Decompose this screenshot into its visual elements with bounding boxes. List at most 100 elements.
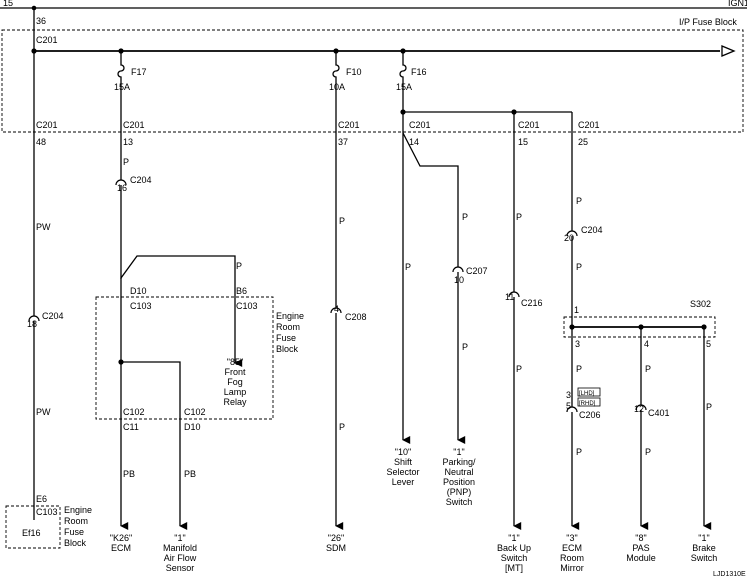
- svg-text:Lever: Lever: [392, 477, 415, 487]
- svg-text:3: 3: [566, 390, 571, 400]
- svg-text:"10": "10": [395, 447, 411, 457]
- svg-text:ECM: ECM: [111, 543, 131, 553]
- svg-text:48: 48: [36, 137, 46, 147]
- svg-text:C208: C208: [345, 312, 367, 322]
- svg-text:ECM: ECM: [562, 543, 582, 553]
- svg-text:C206: C206: [579, 410, 601, 420]
- svg-text:Block: Block: [64, 538, 87, 548]
- svg-text:10A: 10A: [329, 82, 345, 92]
- dest-back-up-switch: "1" Back Up Switch [MT]: [497, 533, 531, 573]
- reference-code: LJD1310E: [713, 571, 746, 578]
- svg-text:11: 11: [505, 292, 514, 302]
- svg-text:Module: Module: [626, 553, 656, 563]
- svg-text:"K26": "K26": [110, 533, 132, 543]
- svg-text:P: P: [706, 402, 712, 412]
- bus-continuation-arrow: [721, 45, 736, 57]
- svg-text:Fuse: Fuse: [64, 527, 84, 537]
- svg-text:Sensor: Sensor: [166, 563, 195, 573]
- svg-text:C103: C103: [236, 301, 258, 311]
- svg-text:15A: 15A: [114, 82, 130, 92]
- svg-text:"26": "26": [328, 533, 344, 543]
- svg-text:20: 20: [564, 233, 574, 243]
- svg-text:"1": "1": [453, 447, 464, 457]
- svg-text:14: 14: [409, 137, 419, 147]
- svg-text:Air Flow: Air Flow: [164, 553, 197, 563]
- svg-text:PW: PW: [36, 407, 51, 417]
- svg-text:PB: PB: [184, 469, 196, 479]
- svg-text:13: 13: [123, 137, 133, 147]
- svg-text:P: P: [462, 342, 468, 352]
- svg-text:Brake: Brake: [692, 543, 716, 553]
- svg-text:S302: S302: [690, 299, 711, 309]
- svg-text:D10: D10: [130, 286, 147, 296]
- engine-room-fuse-block-ef16: E6 C103 Ef16 Engine Room Fuse Block: [5, 494, 92, 549]
- svg-text:Switch: Switch: [501, 553, 528, 563]
- svg-text:Switch: Switch: [691, 553, 718, 563]
- svg-text:C102: C102: [184, 407, 206, 417]
- connector-c401: 12 C401: [634, 404, 670, 418]
- svg-text:Front: Front: [224, 367, 246, 377]
- svg-text:P: P: [645, 364, 651, 374]
- fuse-f16: F16 15A: [396, 51, 427, 110]
- fuse-block-label: I/P Fuse Block: [679, 17, 737, 27]
- wire-to-brake: P: [703, 327, 712, 530]
- svg-text:F16: F16: [411, 67, 427, 77]
- svg-text:P: P: [516, 364, 522, 374]
- svg-text:Fuse: Fuse: [276, 333, 296, 343]
- svg-text:P: P: [576, 364, 582, 374]
- dest-shift-selector-lever: "10" Shift Selector Lever: [386, 447, 419, 487]
- svg-text:5: 5: [706, 339, 711, 349]
- svg-text:Switch: Switch: [446, 497, 473, 507]
- svg-text:PAS: PAS: [632, 543, 649, 553]
- svg-text:Position: Position: [443, 477, 475, 487]
- connector-c206: 3 5 [LHD] [RHD] C206: [566, 387, 601, 420]
- svg-text:"1": "1": [174, 533, 185, 543]
- svg-text:C102: C102: [123, 407, 145, 417]
- svg-text:C103: C103: [130, 301, 152, 311]
- svg-text:C216: C216: [521, 298, 543, 308]
- svg-text:[MT]: [MT]: [505, 563, 523, 573]
- connector-c204-20: 20 C204: [564, 225, 603, 243]
- svg-text:SDM: SDM: [326, 543, 346, 553]
- svg-text:C204: C204: [42, 311, 64, 321]
- svg-text:[LHD]: [LHD]: [579, 391, 595, 397]
- ign-splice-dot: [31, 5, 37, 11]
- svg-text:P: P: [576, 196, 582, 206]
- svg-text:15: 15: [518, 137, 528, 147]
- trunk-circuit-number: 36: [36, 16, 46, 26]
- svg-text:C11: C11: [123, 422, 139, 432]
- fuse-f17: F17 15A: [114, 51, 147, 105]
- svg-text:16: 16: [117, 183, 127, 193]
- svg-text:C201: C201: [409, 120, 431, 130]
- dest-ecm-room-mirror: "3" ECM Room Mirror: [560, 533, 584, 573]
- dest-pas-module: "8" PAS Module: [626, 533, 656, 563]
- svg-text:Room: Room: [64, 516, 88, 526]
- svg-text:C201: C201: [578, 120, 600, 130]
- wire-to-pas: P P: [640, 327, 651, 530]
- svg-text:F17: F17: [131, 67, 147, 77]
- ip-fuse-block-border: [1, 29, 744, 133]
- wire-48-pw: PW PW: [36, 222, 51, 417]
- svg-text:P: P: [339, 422, 345, 432]
- svg-text:Engine: Engine: [276, 311, 304, 321]
- dest-sdm: "26" SDM: [326, 533, 346, 553]
- engine-room-fuse-block-box: D10 C103 B6 C103 Engine Room Fuse Block …: [95, 286, 304, 432]
- dest-brake-switch: "1" Brake Switch: [691, 533, 718, 563]
- svg-text:F10: F10: [346, 67, 362, 77]
- svg-text:Relay: Relay: [223, 397, 247, 407]
- svg-text:C401: C401: [648, 408, 670, 418]
- dest-ecm: "K26" ECM: [110, 533, 132, 553]
- connector-c208: 4 C208: [330, 304, 367, 322]
- bus-junction-dot: [31, 48, 37, 54]
- svg-text:C204: C204: [130, 175, 152, 185]
- svg-text:4: 4: [644, 339, 649, 349]
- svg-text:PW: PW: [36, 222, 51, 232]
- svg-text:"1": "1": [698, 533, 709, 543]
- svg-text:Block: Block: [276, 344, 299, 354]
- svg-text:12: 12: [634, 404, 644, 414]
- svg-text:Neutral: Neutral: [444, 467, 473, 477]
- svg-text:B6: B6: [236, 286, 247, 296]
- svg-text:C201: C201: [36, 120, 58, 130]
- svg-text:C204: C204: [581, 225, 603, 235]
